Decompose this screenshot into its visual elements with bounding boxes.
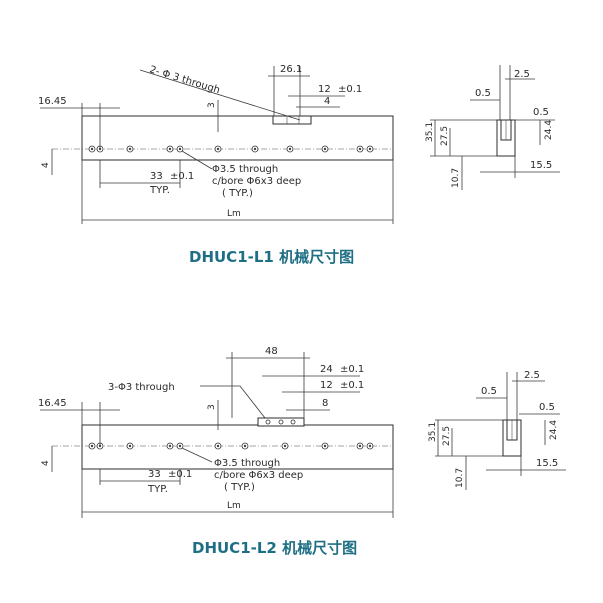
l1-pitch: 33 (150, 171, 163, 182)
l1-rail-body (81, 115, 394, 161)
l1-top-pad (272, 115, 312, 125)
l1-holes (88, 145, 374, 153)
l2-front-view: 16.45 4 3 3-Φ3 through 48 24 ±0.1 12 ±0.… (38, 346, 394, 518)
l1-side-h244: 24.4 (544, 120, 554, 140)
l2-bore-2: c/bore Φ6x3 deep (214, 470, 303, 481)
l2-side-h244: 24.4 (549, 420, 559, 440)
l2-side-w05a: 0.5 (481, 386, 497, 397)
l2-length: Lm (227, 501, 241, 511)
l2-bore-typ: ( TYP.) (224, 482, 255, 493)
l1-pitch-typ: TYP. (149, 185, 170, 196)
l2-side-h275: 27.5 (442, 426, 452, 446)
l2-tol-12: ±0.1 (340, 380, 364, 391)
l1-left-offset: 16.45 (38, 96, 67, 107)
l2-pitch: 33 (148, 469, 161, 480)
l2-pitch-tol: ±0.1 (168, 469, 192, 480)
l1-pitch-tol: ±0.1 (170, 171, 194, 182)
l2-dim-12: 12 (320, 380, 333, 391)
l1-bore-2: c/bore Φ6x3 deep (212, 176, 301, 187)
l1-caption: DHUC1-L1 机械尺寸图 (189, 248, 354, 266)
l2-holes (88, 442, 374, 450)
l2-rail-body (81, 424, 394, 470)
l2-side-w155: 15.5 (536, 458, 558, 469)
l2-dim-8: 8 (322, 398, 328, 409)
l2-caption: DHUC1-L2 机械尺寸图 (192, 539, 357, 557)
l1-bore-1: Φ3.5 through (212, 164, 278, 175)
l1-through-label: 2- Φ 3 through (148, 64, 221, 96)
l2-side-4: 4 (41, 460, 51, 466)
l1-side-h351: 35.1 (425, 122, 435, 142)
l2-side-h107: 10.7 (455, 468, 465, 488)
l2-through-label: 3-Φ3 through (108, 382, 175, 393)
l1-side-w25: 2.5 (514, 69, 530, 80)
l1-tol-12: ±0.1 (338, 84, 362, 95)
l2-side-h351: 35.1 (428, 422, 438, 442)
l2-dim-3: 3 (207, 404, 217, 410)
l2-dim-48: 48 (265, 346, 278, 357)
l1-side-w155: 15.5 (530, 160, 552, 171)
l1-front-view: 16.45 4 3 2- Φ 3 through 26.1 12 ±0.1 4 … (38, 64, 394, 224)
l1-side-view: 2.5 0.5 0.5 35.1 27.5 24.4 10.7 15.5 (425, 65, 560, 190)
l1-bore-typ: ( TYP.) (222, 188, 253, 199)
l2-side-w25: 2.5 (524, 370, 540, 381)
l1-side-w05a: 0.5 (475, 88, 491, 99)
l1-dim-12: 12 (318, 84, 331, 95)
l2-side-view: 2.5 0.5 0.5 35.1 27.5 24.4 10.7 15.5 (428, 370, 566, 490)
l1-dim-3: 3 (207, 102, 217, 108)
l2-dim-24: 24 (320, 364, 333, 375)
l2-side-w05b: 0.5 (539, 402, 555, 413)
l2-bore-1: Φ3.5 through (214, 458, 280, 469)
l1-length: Lm (227, 209, 241, 219)
l1-side-4: 4 (41, 162, 51, 168)
l1-side-w05b: 0.5 (533, 107, 549, 118)
l1-side-h107: 10.7 (451, 168, 461, 188)
l1-dim-26: 26.1 (280, 64, 302, 75)
l1-dim-4: 4 (324, 96, 330, 107)
l1-side-h275: 27.5 (440, 126, 450, 146)
l2-pitch-typ: TYP. (147, 484, 168, 495)
l2-tol-24: ±0.1 (340, 364, 364, 375)
l2-left-offset: 16.45 (38, 398, 67, 409)
